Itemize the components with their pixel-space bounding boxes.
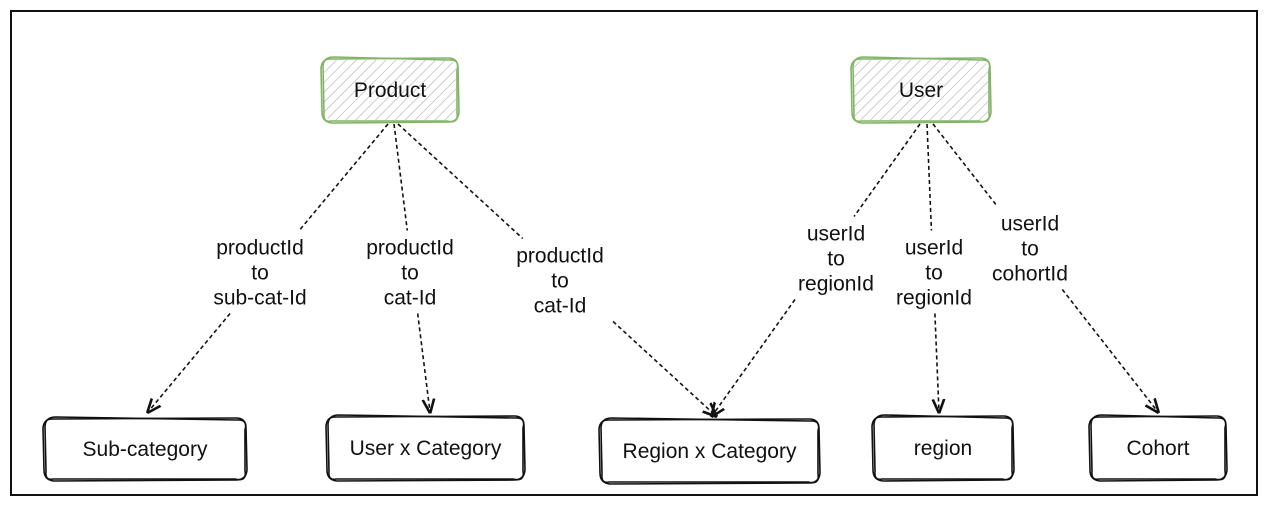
node-border-stroke (1090, 414, 1227, 481)
edge-label-line: regionId (798, 273, 874, 296)
edge-label-line: regionId (896, 287, 972, 310)
node-fill (875, 418, 1011, 478)
edge-label-line: sub-cat-Id (213, 287, 306, 310)
edge-label-line: productId (516, 245, 604, 268)
edge-label-line: to (401, 262, 419, 285)
edge-label-line: to (925, 262, 943, 285)
edge-label-line: to (1021, 238, 1039, 261)
target-node-user-x-category: User x Category (325, 414, 526, 482)
target-node-region-x-category: Region x Category (598, 417, 821, 485)
edge-segment-upper (298, 123, 389, 232)
edge-label-line: cat-Id (534, 295, 587, 318)
edge-label-line: to (551, 270, 569, 293)
node-border-stroke (600, 417, 820, 484)
node-label: Sub-category (83, 438, 208, 461)
node-label: Product (354, 79, 427, 102)
edges-layer: productIdtosub-cat-IdproductIdtocat-Idpr… (148, 123, 1158, 417)
node-label: User (899, 79, 943, 102)
node-border-stroke (852, 56, 991, 123)
node-label: region (914, 437, 972, 460)
edge-label-line: productId (366, 237, 454, 260)
edge-label-line: cat-Id (384, 287, 437, 310)
edge-segment-upper (932, 123, 999, 207)
edge-label-line: cohortId (992, 263, 1068, 286)
edge-segment-upper (926, 123, 933, 231)
edge-label-line: userId (807, 223, 865, 246)
edge-label-line: userId (1001, 213, 1059, 236)
edge-segment-upper (397, 123, 524, 240)
edge-segment-lower (148, 312, 231, 413)
edge-segment-upper (853, 123, 921, 217)
edge-segment-lower (416, 313, 430, 413)
edge-label-line: productId (216, 237, 304, 260)
node-fill (854, 60, 988, 120)
node-fill (46, 420, 244, 478)
target-node-region: region (871, 414, 1015, 482)
edge-segment-lower (712, 299, 796, 417)
node-fill (324, 60, 456, 120)
node-label: User x Category (350, 437, 502, 460)
edge-segment-lower (612, 320, 716, 417)
node-border-stroke (327, 414, 525, 481)
node-label: Cohort (1126, 437, 1189, 460)
source-node-user: User (850, 56, 992, 124)
node-fill (329, 418, 522, 478)
edge-label-line: to (251, 262, 269, 285)
edge-segment-upper (393, 123, 409, 231)
node-label: Region x Category (623, 440, 797, 463)
node-border-stroke (873, 414, 1014, 481)
edge-label-line: userId (905, 237, 963, 260)
diagram-frame (10, 10, 1258, 496)
target-node-sub-category: Sub-category (42, 416, 248, 482)
edge-segment-lower (1061, 289, 1158, 413)
node-fill (602, 421, 817, 481)
node-border-stroke (44, 416, 247, 481)
edge-segment-lower (935, 313, 939, 413)
target-node-cohort: Cohort (1088, 414, 1228, 482)
edge-label-line: to (827, 248, 845, 271)
source-node-product: Product (320, 56, 460, 124)
node-fill (1092, 418, 1224, 478)
node-border-stroke (322, 56, 459, 123)
